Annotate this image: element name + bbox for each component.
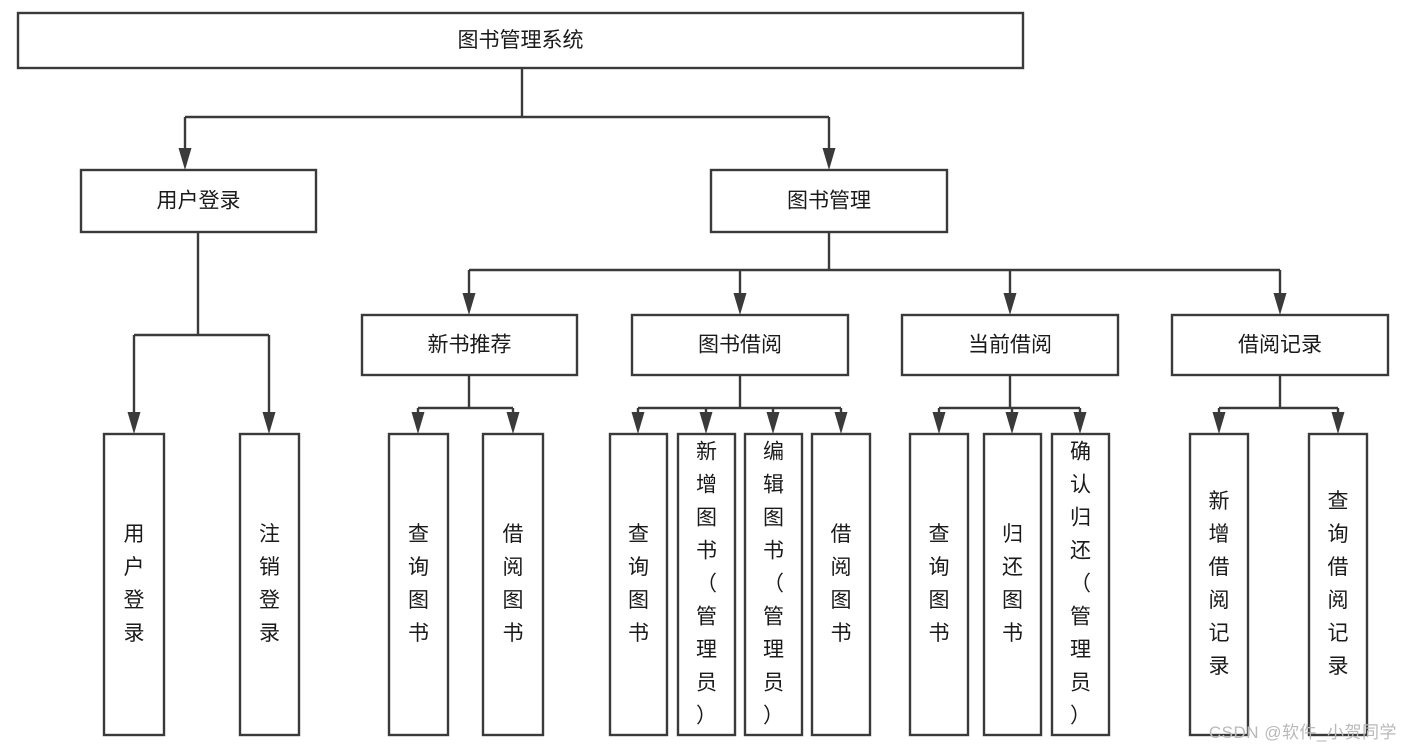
arrow-head-icon <box>932 412 946 434</box>
node-label: 用户登录 <box>124 523 145 645</box>
node-box[interactable] <box>810 432 872 737</box>
connector-borrow-to-leaves <box>631 375 848 434</box>
arrow-head-icon <box>178 148 192 170</box>
node-box[interactable] <box>102 432 166 737</box>
arrow-head-icon <box>1212 412 1226 434</box>
node-box[interactable] <box>79 168 318 234</box>
node-box[interactable] <box>900 313 1120 377</box>
node-leaf-query-book-1[interactable]: 查询图书 <box>387 432 450 737</box>
connectors-layer <box>127 68 1345 434</box>
node-box[interactable] <box>608 432 669 737</box>
node-label: 当前借阅 <box>968 334 1052 357</box>
node-box[interactable] <box>676 432 737 737</box>
node-label: 借阅图书 <box>503 523 524 645</box>
arrow-head-icon <box>733 293 747 315</box>
node-label: 图书管理系统 <box>458 29 584 52</box>
arrow-head-icon <box>822 148 836 170</box>
node-leaf-user-login[interactable]: 用户登录 <box>102 432 166 737</box>
node-leaf-return-book[interactable]: 归还图书 <box>982 432 1043 737</box>
arrow-head-icon <box>1005 412 1019 434</box>
node-box[interactable] <box>16 11 1025 70</box>
node-label: 注销登录 <box>259 523 280 645</box>
node-borrow-record[interactable]: 借阅记录 <box>1170 313 1390 377</box>
arrow-head-icon <box>1273 293 1287 315</box>
node-current-borrow[interactable]: 当前借阅 <box>900 313 1120 377</box>
arrow-head-icon <box>127 412 141 434</box>
nodes-layer: 图书管理系统用户登录图书管理新书推荐图书借阅当前借阅借阅记录用户登录注销登录查询… <box>16 11 1390 737</box>
node-box[interactable] <box>1188 432 1250 737</box>
connector-record-to-leaves <box>1212 375 1345 434</box>
node-label: 查询图书 <box>929 523 950 645</box>
node-label: 借阅图书 <box>831 523 852 645</box>
arrow-head-icon <box>411 412 425 434</box>
node-leaf-confirm-return[interactable]: 确认归还（管理员） <box>1050 432 1111 737</box>
arrow-head-icon <box>1003 293 1017 315</box>
node-box[interactable] <box>1170 313 1390 377</box>
connector-bookmanage-to-l2 <box>462 232 1287 315</box>
node-box[interactable] <box>238 432 301 737</box>
node-label: 确认归还（管理员） <box>1070 440 1091 727</box>
node-leaf-add-record[interactable]: 新增借阅记录 <box>1188 432 1250 737</box>
node-box[interactable] <box>743 432 804 737</box>
node-label: 归还图书 <box>1002 523 1023 645</box>
arrow-head-icon <box>834 412 848 434</box>
node-label: 图书管理 <box>787 190 871 213</box>
node-label: 查询图书 <box>628 523 649 645</box>
arrow-head-icon <box>766 412 780 434</box>
node-book-borrow[interactable]: 图书借阅 <box>630 313 850 377</box>
node-leaf-query-book-2[interactable]: 查询图书 <box>608 432 669 737</box>
node-leaf-edit-book[interactable]: 编辑图书（管理员） <box>743 432 804 737</box>
connector-current-to-leaves <box>932 375 1087 434</box>
node-box[interactable] <box>1307 432 1369 737</box>
node-box[interactable] <box>360 313 579 377</box>
node-user-login[interactable]: 用户登录 <box>79 168 318 234</box>
node-box[interactable] <box>982 432 1043 737</box>
node-label: 借阅记录 <box>1238 334 1322 357</box>
node-leaf-logout[interactable]: 注销登录 <box>238 432 301 737</box>
arrow-head-icon <box>506 412 520 434</box>
node-label: 新书推荐 <box>428 334 512 357</box>
node-box[interactable] <box>908 432 970 737</box>
node-box[interactable] <box>1050 432 1111 737</box>
arrow-head-icon <box>699 412 713 434</box>
node-box[interactable] <box>387 432 450 737</box>
node-leaf-query-book-3[interactable]: 查询图书 <box>908 432 970 737</box>
node-label: 图书借阅 <box>698 334 782 357</box>
node-box[interactable] <box>630 313 850 377</box>
node-new-book-recommend[interactable]: 新书推荐 <box>360 313 579 377</box>
node-label: 查询图书 <box>408 523 429 645</box>
arrow-head-icon <box>631 412 645 434</box>
arrow-head-icon <box>1331 412 1345 434</box>
node-label: 编辑图书（管理员） <box>763 440 784 727</box>
node-label: 新增图书（管理员） <box>696 440 717 727</box>
node-root[interactable]: 图书管理系统 <box>16 11 1025 70</box>
connector-recommend-to-leaves <box>411 375 520 434</box>
node-label: 用户登录 <box>157 190 241 213</box>
node-leaf-query-record[interactable]: 查询借阅记录 <box>1307 432 1369 737</box>
arrow-head-icon <box>262 412 276 434</box>
arrow-head-icon <box>462 293 476 315</box>
connector-root-to-l1 <box>178 68 836 170</box>
node-label: 新增借阅记录 <box>1209 490 1230 678</box>
node-leaf-add-book[interactable]: 新增图书（管理员） <box>676 432 737 737</box>
node-label: 查询借阅记录 <box>1328 490 1349 678</box>
connector-userlogin-to-leaves <box>127 232 276 434</box>
node-leaf-borrow-book-1[interactable]: 借阅图书 <box>481 432 545 737</box>
node-box[interactable] <box>709 168 949 234</box>
arrow-head-icon <box>1073 412 1087 434</box>
node-book-manage[interactable]: 图书管理 <box>709 168 949 234</box>
node-leaf-borrow-book-2[interactable]: 借阅图书 <box>810 432 872 737</box>
node-box[interactable] <box>481 432 545 737</box>
